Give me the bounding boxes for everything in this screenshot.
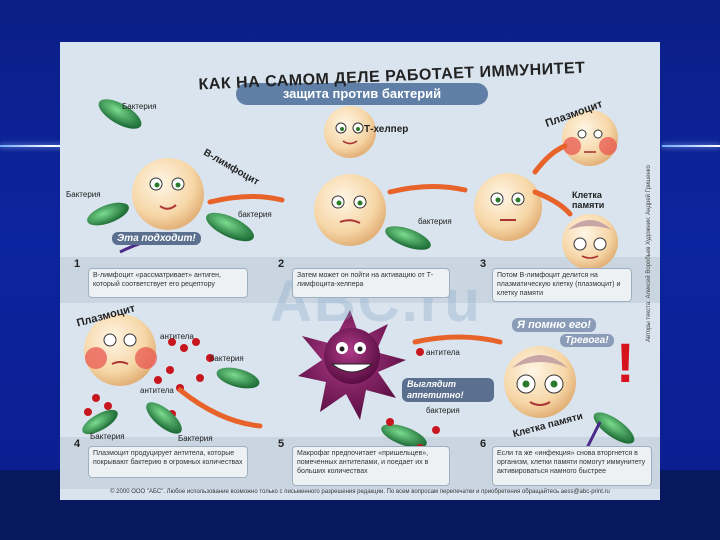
step-number-2: 2 — [278, 258, 285, 270]
memory-cell-bottom — [504, 346, 635, 444]
immunity-poster: КАК НА САМОМ ДЕЛЕ РАБОТАЕТ ИММУНИТЕТ защ… — [60, 42, 660, 500]
label-bacteria-8: бактерия — [426, 406, 460, 415]
speech-fits: Эта подходит! — [112, 232, 201, 245]
step-number-1: 1 — [74, 258, 81, 270]
side-credit: Авторы текста: Алексей Воробьев Художник… — [646, 165, 652, 342]
speech-alarm: Тревога! — [560, 334, 614, 347]
decorative-glow-line-right — [662, 145, 720, 147]
step-number-4: 4 — [74, 438, 81, 450]
speech-remember: Я помню его! — [512, 318, 596, 332]
step-text-5: Макрофаг предпочитает «пришельцев», поме… — [292, 446, 450, 486]
step-number-5: 5 — [278, 438, 285, 450]
arrow-to-plasmocyte — [532, 143, 568, 175]
subtitle-bar — [236, 83, 488, 105]
label-t-helper: Т-хелпер — [364, 124, 409, 135]
label-bacteria-3: бактерия — [238, 210, 272, 219]
dividing-b-cell — [474, 173, 542, 241]
memory-cell-top — [562, 214, 618, 270]
exclamation-mark: ! — [616, 331, 635, 394]
step-text-6: Если та же «инфекция» снова вторгнется в… — [492, 446, 652, 486]
step-text-2: Затем может он пойти на активацию от Т-л… — [292, 268, 450, 298]
arrow-antibodies — [177, 387, 263, 429]
label-antibody-1: антитела — [160, 332, 194, 341]
label-bacteria-1: Бактерия — [122, 102, 157, 111]
step-number-3: 3 — [480, 258, 487, 270]
process-arrows — [177, 143, 573, 429]
label-memory-cell-top: Клетка памяти — [572, 190, 605, 210]
macrophage-cell — [298, 310, 427, 448]
b-lymphocyte-cell — [132, 158, 204, 230]
step-text-4: Плазмоцит продуцирует антитела, которые … — [88, 446, 248, 478]
label-antibody-3: антитела — [426, 348, 460, 357]
arrow-to-memory-bottom — [412, 334, 503, 345]
poster-subtitle: защита против бактерий — [282, 86, 442, 101]
step-text-3: Потом В-лимфоцит делится на плазматическ… — [492, 268, 632, 302]
arrow-to-memory-cell — [532, 189, 573, 217]
bacteria-top-left — [87, 99, 254, 242]
bacteria-bottom-left — [82, 367, 260, 435]
step-text-1: В-лимфоцит «рассматривает» антиген, кото… — [88, 268, 248, 298]
label-bacteria-4: бактерия — [418, 217, 452, 226]
arrow-step1-to-2 — [207, 193, 285, 205]
plasmocyte-top — [562, 110, 618, 166]
label-bacteria-7: Бактерия — [178, 434, 213, 443]
arrow-step2-to-3 — [387, 183, 468, 195]
plasmocyte-bottom — [84, 314, 157, 386]
step-number-6: 6 — [480, 438, 487, 450]
speech-looks-tasty: Выглядит аппетитно! — [402, 378, 494, 402]
poster-footer: © 2000 ООО "АБС". Любое использование во… — [110, 489, 610, 495]
label-antibody-2: антитела — [140, 386, 174, 395]
t-helper-cell — [324, 106, 376, 158]
label-bacteria-2: Бактерия — [66, 190, 101, 199]
label-bacteria-6: Бактерия — [90, 432, 125, 441]
label-bacteria-5: бактерия — [210, 354, 244, 363]
activated-b-cell — [314, 174, 431, 250]
